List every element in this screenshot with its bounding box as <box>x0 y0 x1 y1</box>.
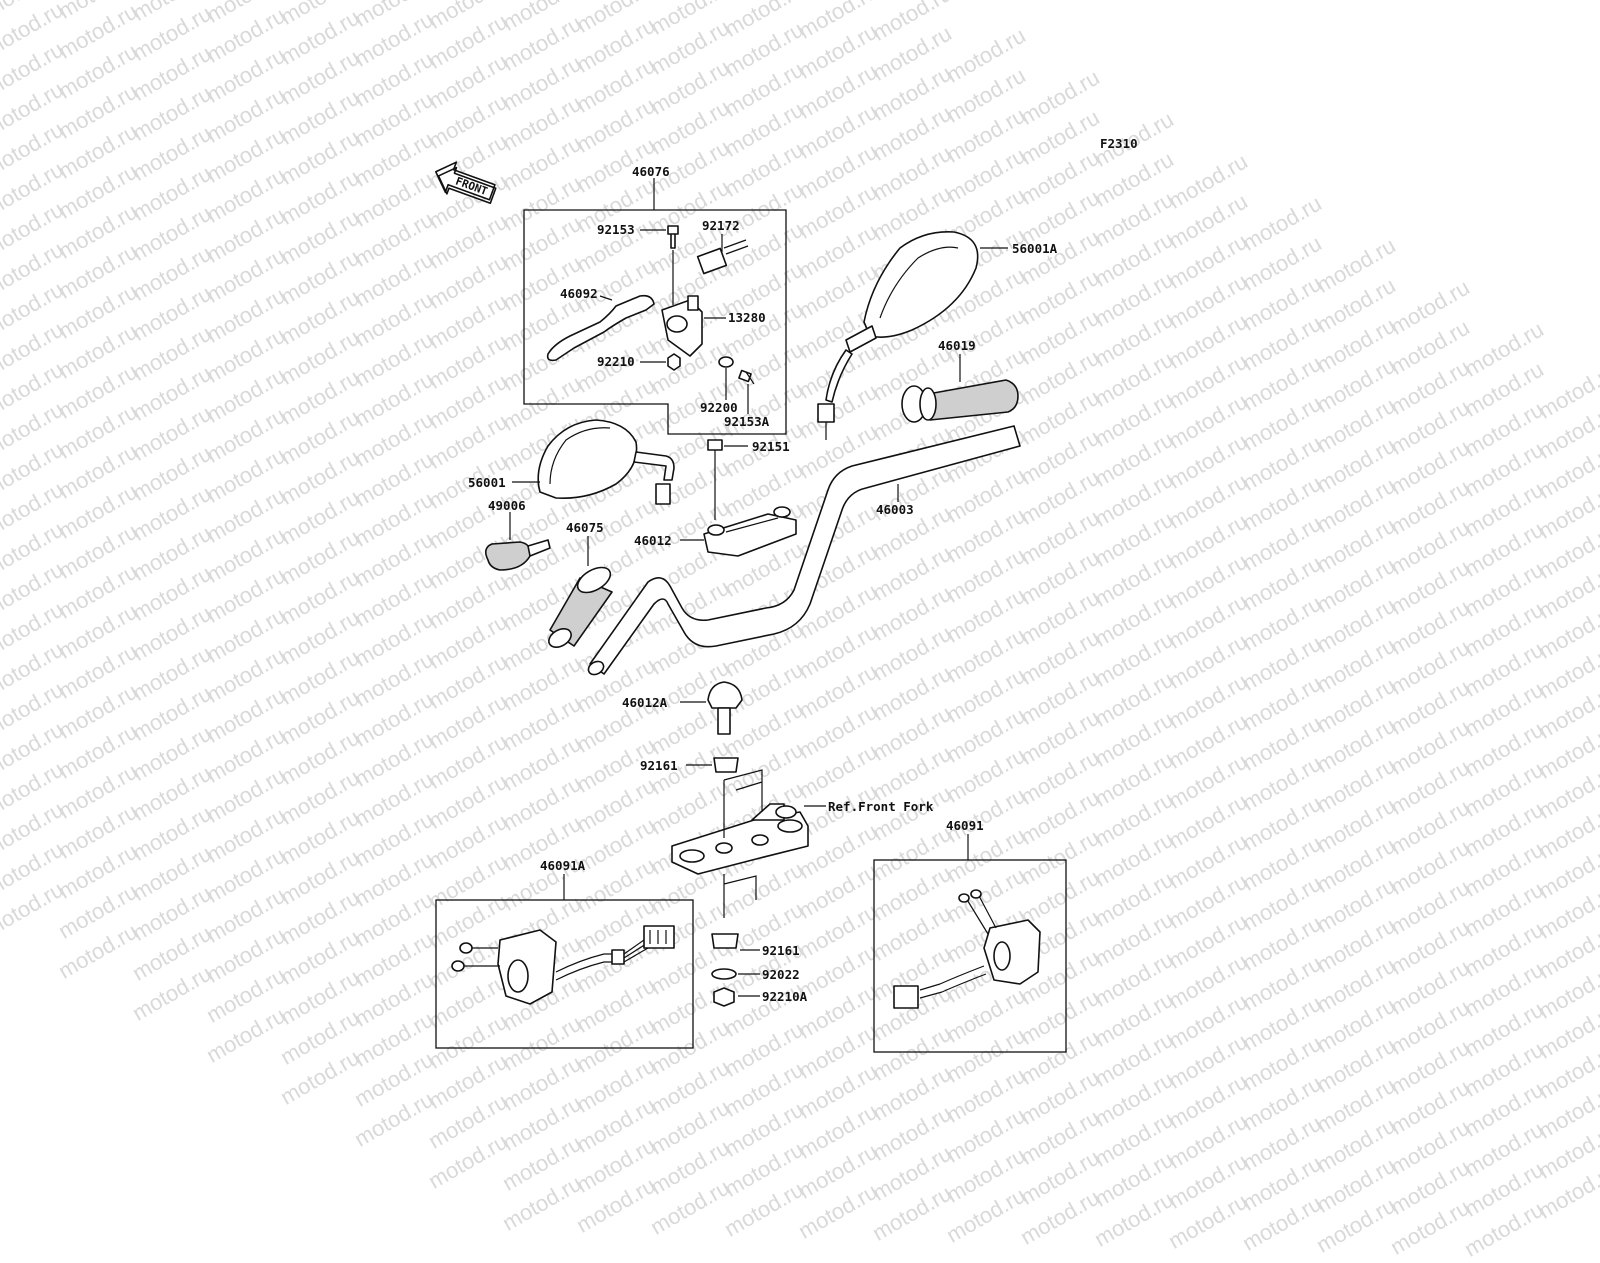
rubber-92161-lower <box>711 933 739 949</box>
label-46003: 46003 <box>876 502 914 517</box>
bolt-92153A <box>738 369 755 385</box>
label-46091: 46091 <box>946 818 984 833</box>
label-92161-upper: 92161 <box>640 758 678 773</box>
label-56001A: 56001A <box>1012 241 1058 256</box>
label-92210: 92210 <box>597 354 635 369</box>
label-46019: 46019 <box>938 338 976 353</box>
watermark-text: motod.ru <box>1386 1194 1474 1260</box>
label-92151: 92151 <box>752 439 790 454</box>
mirror-left-56001 <box>537 419 675 505</box>
label-92172: 92172 <box>702 218 740 233</box>
bolt-92151 <box>707 439 723 520</box>
washer-92022 <box>711 968 737 980</box>
switch-left-group: 46091A <box>435 858 694 1049</box>
label-46012: 46012 <box>634 533 672 548</box>
label-56001: 56001 <box>468 475 506 490</box>
front-arrow-icon: FRONT <box>435 161 497 205</box>
label-92161-lower: 92161 <box>762 943 800 958</box>
label-46075: 46075 <box>566 520 604 535</box>
grip-right-46019 <box>901 379 1019 423</box>
weight-49006 <box>484 539 551 571</box>
holder-46012A <box>707 681 743 735</box>
watermark-text: motod.ru <box>1238 1190 1326 1256</box>
washer-92200 <box>718 356 734 368</box>
watermark-text: motod.ru <box>1460 1196 1548 1262</box>
lever-assembly-box <box>523 209 787 435</box>
pin-92172 <box>696 239 749 275</box>
bolt-92153 <box>667 225 679 249</box>
handlebar-46003 <box>587 425 1021 676</box>
brake-lever-46092 <box>546 294 655 362</box>
label-49006: 49006 <box>488 498 526 513</box>
holder-13280 <box>661 295 703 357</box>
switch-right-box <box>873 859 1067 1053</box>
lever-assembly-group: 46076 92153 92172 46092 13280 92210 <box>523 164 787 435</box>
grip-left-46075 <box>548 566 613 648</box>
switch-left-box <box>435 899 694 1049</box>
label-92022: 92022 <box>762 967 800 982</box>
label-13280: 13280 <box>728 310 766 325</box>
label-92200: 92200 <box>700 400 738 415</box>
handlebar-parts-diagram: F2310 FRONT 46076 92153 92172 46092 <box>435 136 1138 1053</box>
clamp-46012 <box>703 506 797 557</box>
rubber-92161-upper <box>713 757 739 773</box>
switch-left-46091A <box>451 925 675 1005</box>
mirror-right-56001A <box>817 231 979 440</box>
nut-92210 <box>667 353 681 371</box>
label-46092: 46092 <box>560 286 598 301</box>
label-92210A: 92210A <box>762 989 808 1004</box>
label-92153: 92153 <box>597 222 635 237</box>
switch-right-46091 <box>893 889 1041 1009</box>
label-ref-front-fork: Ref.Front Fork <box>828 799 934 814</box>
watermark-text: motod.ru <box>1312 1192 1400 1258</box>
label-92153A: 92153A <box>724 414 770 429</box>
label-46012A: 46012A <box>622 695 668 710</box>
nut-92210A <box>713 987 735 1007</box>
figure-code: F2310 <box>1100 136 1138 151</box>
front-fork-bracket <box>671 803 809 875</box>
label-46091A: 46091A <box>540 858 586 873</box>
label-46076: 46076 <box>632 164 670 179</box>
switch-right-group: 46091 <box>873 818 1067 1053</box>
